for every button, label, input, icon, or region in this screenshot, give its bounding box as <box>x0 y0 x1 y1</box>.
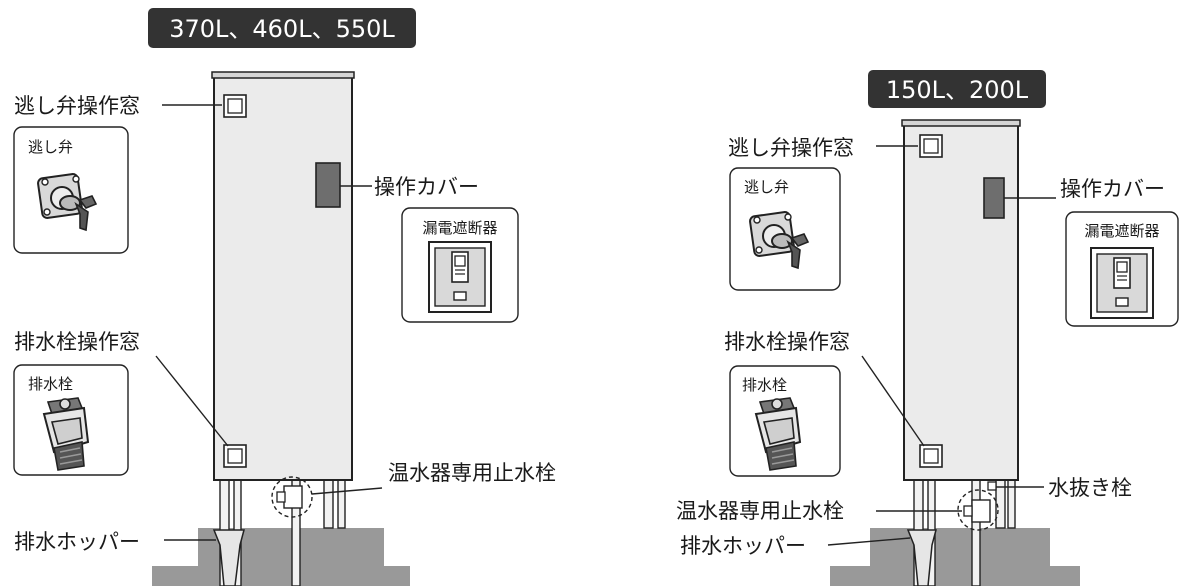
left-diagram: 370L、460L、550L 逃し弁操作窓 逃 <box>13 8 556 586</box>
left-stop-valve-label: 温水器専用止水栓 <box>388 461 556 485</box>
left-relief-valve-caption: 逃し弁 <box>28 138 73 156</box>
right-stop-valve <box>957 489 999 531</box>
right-operation-cover <box>983 177 1005 219</box>
left-drain-hopper <box>212 529 245 586</box>
left-breaker-icon <box>428 241 492 313</box>
right-breaker-caption: 漏電遮断器 <box>1084 222 1159 240</box>
left-drain-window-label: 排水栓操作窓 <box>14 330 140 354</box>
left-cover-label: 操作カバー <box>374 175 479 199</box>
right-relief-valve-caption: 逃し弁 <box>744 178 789 196</box>
left-foundation <box>152 528 410 586</box>
left-breaker-caption: 漏電遮断器 <box>422 219 497 237</box>
right-foundation <box>830 528 1080 586</box>
right-relief-window-label: 逃し弁操作窓 <box>728 136 854 160</box>
left-hopper-label: 排水ホッパー <box>14 530 140 554</box>
right-relief-window-icon <box>919 134 943 158</box>
right-water-drain-plug <box>987 481 997 491</box>
left-relief-window-label: 逃し弁操作窓 <box>14 94 140 118</box>
left-stop-valve <box>271 476 313 518</box>
right-drain-hopper <box>906 529 937 586</box>
right-hopper-label: 排水ホッパー <box>680 534 806 558</box>
right-breaker-icon <box>1090 247 1154 319</box>
right-water-drain-label: 水抜き栓 <box>1048 476 1132 500</box>
right-drain-plug-caption: 排水栓 <box>742 376 787 394</box>
right-title-badge <box>868 70 1046 108</box>
right-title: 150L、200L <box>886 76 1029 104</box>
left-tank-body <box>213 75 353 481</box>
left-relief-window-icon <box>223 94 247 118</box>
right-cover-label: 操作カバー <box>1060 177 1165 201</box>
left-drain-window-icon <box>223 444 247 468</box>
left-title: 370L、460L、550L <box>169 15 395 43</box>
right-drain-window-icon <box>919 444 943 468</box>
right-diagram: 150L、200L 逃し弁操作窓 逃し弁 操作カバー 漏 <box>676 70 1179 586</box>
left-drain-plug-caption: 排水栓 <box>28 375 73 393</box>
left-operation-cover <box>315 162 341 208</box>
right-stop-valve-label: 温水器専用止水栓 <box>676 499 844 523</box>
right-drain-window-label: 排水栓操作窓 <box>724 330 850 354</box>
left-title-badge <box>148 8 416 48</box>
